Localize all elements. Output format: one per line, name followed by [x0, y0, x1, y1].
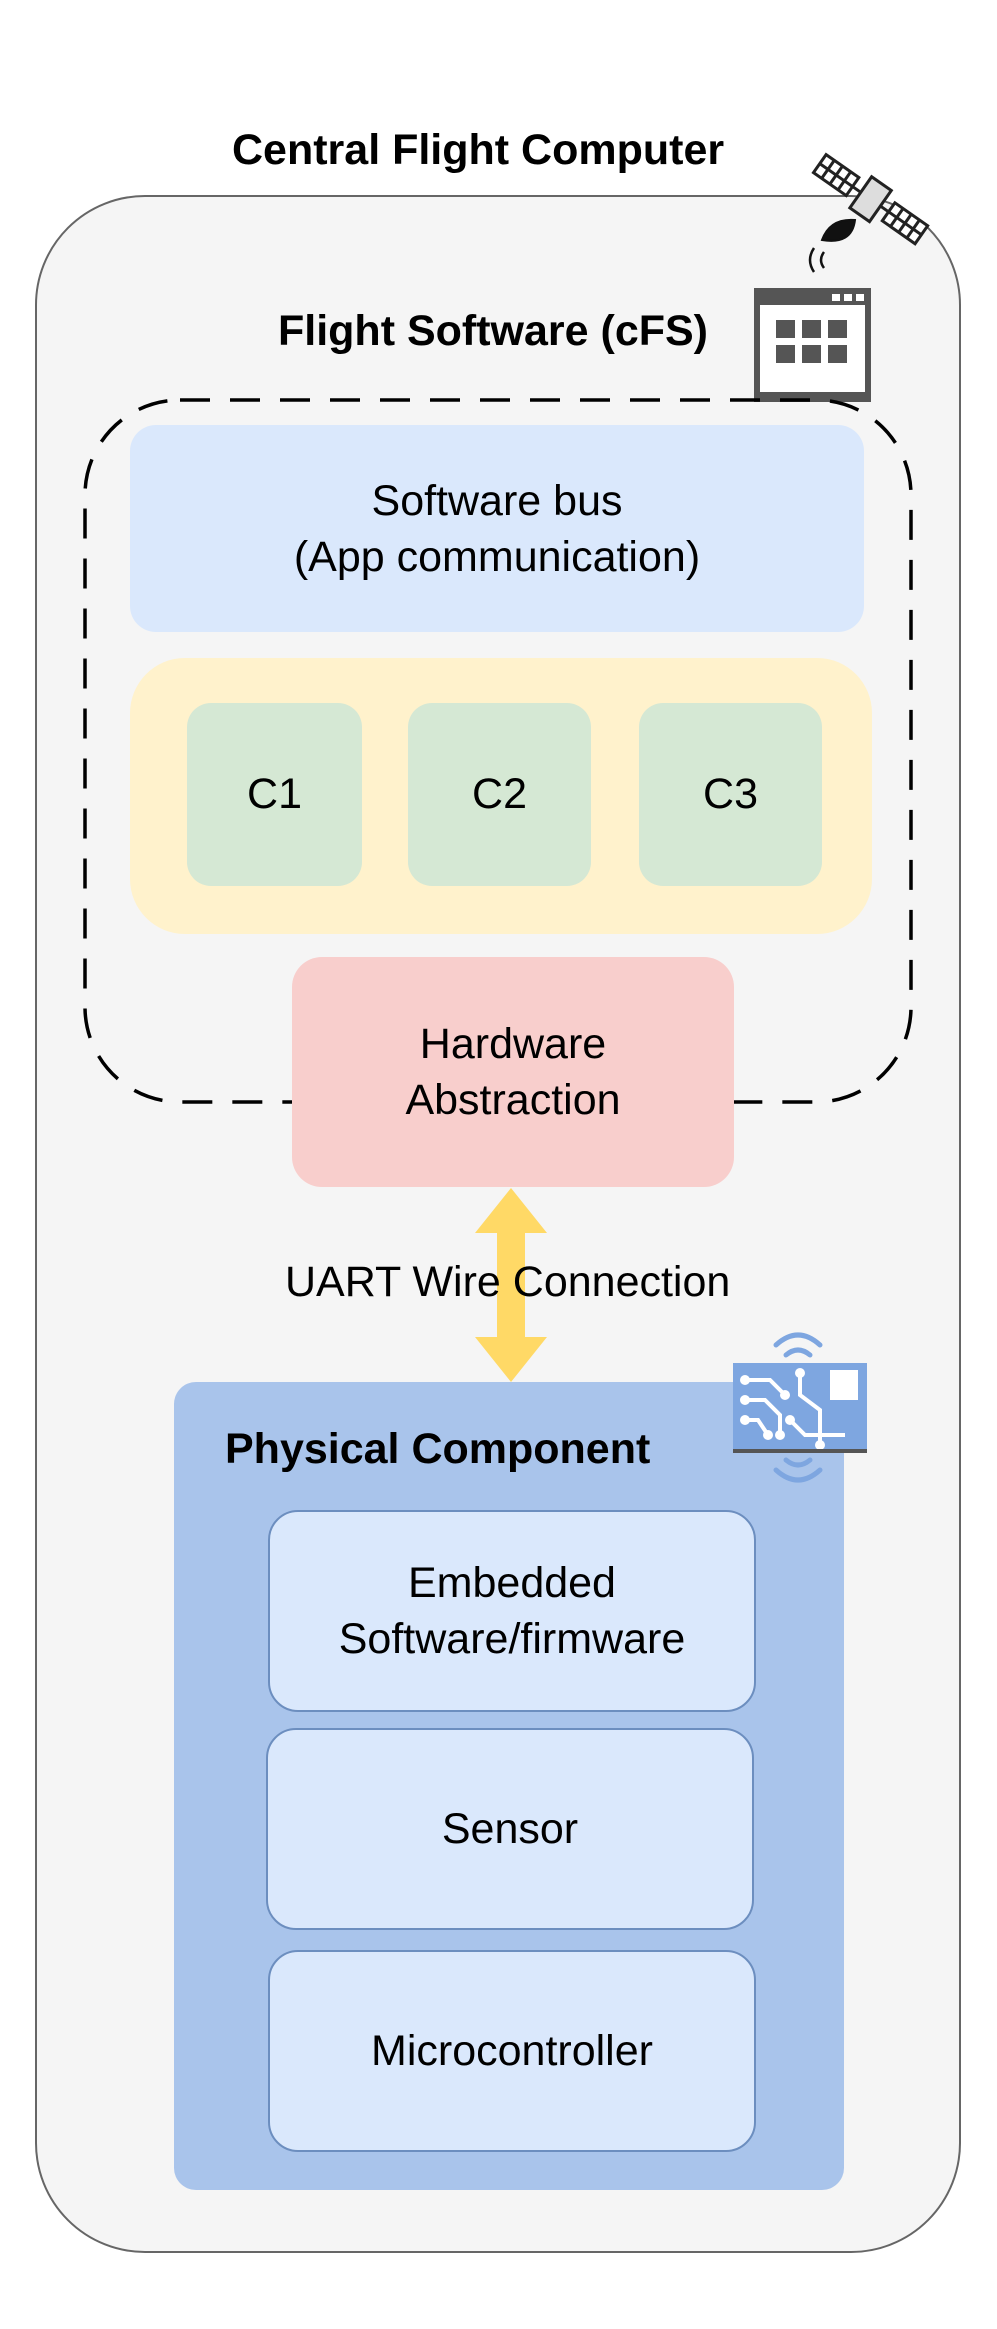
central-flight-computer-title: Central Flight Computer: [232, 126, 725, 174]
component-c3: C3: [639, 703, 822, 886]
circuit-board-icon: [733, 1332, 867, 1483]
microcontroller-box: Microcontroller: [268, 1950, 756, 2152]
component-c1: C1: [187, 703, 362, 886]
microcontroller-label: Microcontroller: [371, 2027, 653, 2075]
sensor-label: Sensor: [441, 1805, 579, 1853]
app-window-icon: [754, 288, 871, 402]
uart-connection-arrow: [475, 1188, 547, 1382]
embedded-software-label-1: Embedded: [407, 1559, 616, 1607]
physical-component-title: Physical Component: [225, 1425, 651, 1473]
hardware-abstraction-label-1: Hardware: [419, 1020, 607, 1068]
embedded-software-label-2: Software/firmware: [338, 1615, 686, 1663]
component-c2: C2: [408, 703, 591, 886]
hardware-abstraction-label-2: Abstraction: [405, 1076, 621, 1124]
software-bus-sublabel: (App communication): [293, 532, 701, 581]
software-bus-label: Software bus: [371, 476, 623, 525]
hardware-abstraction-box: Hardware Abstraction: [292, 957, 734, 1187]
satellite-icon: [808, 152, 930, 273]
flight-software-title: Flight Software (cFS): [278, 307, 708, 355]
uart-connection-label: UART Wire Connection: [285, 1258, 731, 1306]
software-bus-box: Software bus (App communication): [130, 425, 864, 632]
embedded-software-box: Embedded Software/firmware: [268, 1510, 756, 1712]
sensor-box: Sensor: [266, 1728, 754, 1930]
